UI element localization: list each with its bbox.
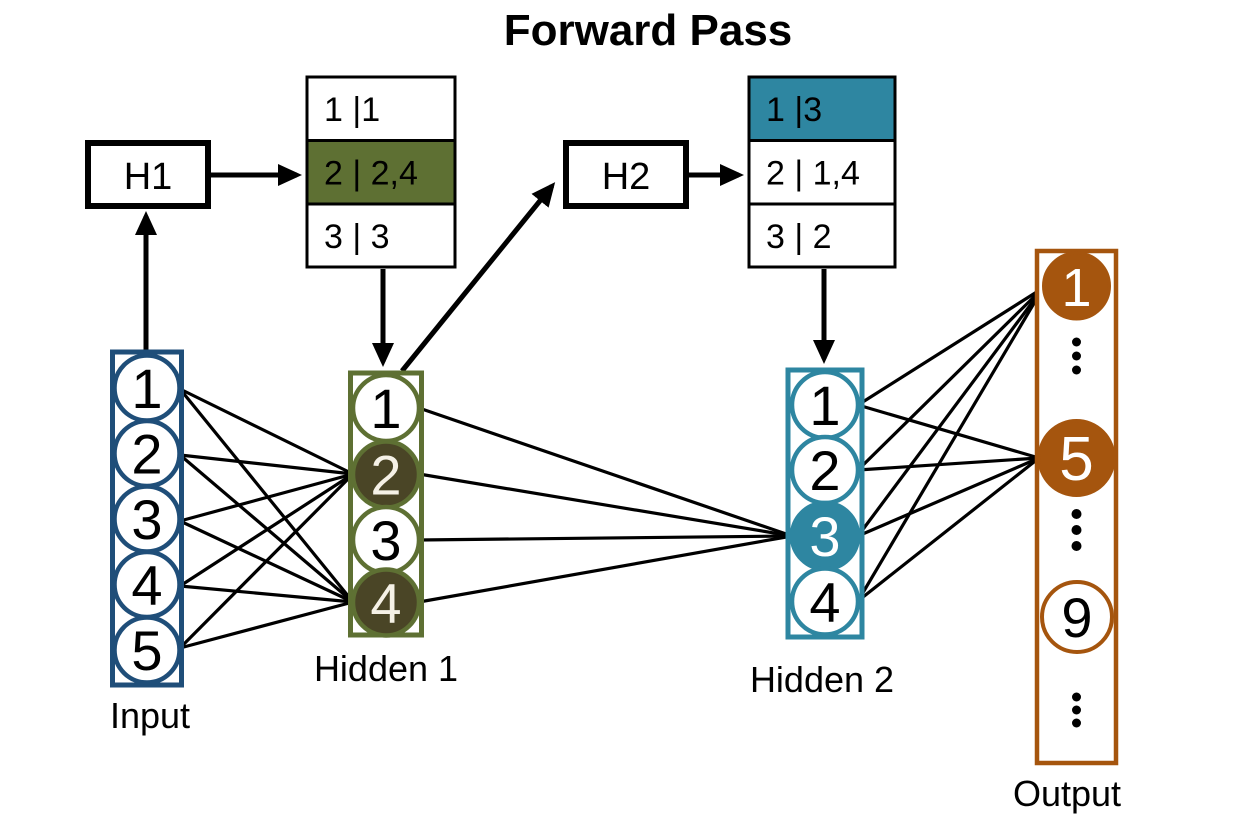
h1-table-row-3: 3 | 3 — [324, 218, 390, 256]
output-node-9 — [1040, 580, 1114, 654]
hidden1-layer: 1 2 3 4 Hidden 1 — [314, 370, 458, 689]
hidden1-node-4-label: 4 — [370, 572, 401, 635]
h1-table: 1 |1 2 | 2,4 3 | 3 — [305, 75, 457, 269]
input-layer: 1 2 3 4 5 Input — [110, 349, 190, 736]
vertical-ellipsis-icon — [1072, 692, 1081, 728]
arrow-hidden1-to-h2 — [400, 182, 556, 373]
input-node-5-label: 5 — [131, 619, 162, 682]
hidden1-layer-label: Hidden 1 — [314, 648, 458, 689]
output-layer: 1 5 9 Output — [1013, 248, 1121, 814]
edges-hidden1-to-hidden2 — [418, 406, 793, 604]
input-node-2-label: 2 — [131, 423, 162, 486]
hidden2-layer-label: Hidden 2 — [750, 659, 894, 700]
h2-table-row-3: 3 | 2 — [766, 218, 832, 256]
hidden2-node-1-label: 1 — [809, 374, 840, 437]
h2-box: H2 — [563, 140, 689, 209]
h1-box: H1 — [85, 140, 211, 209]
h1-label: H1 — [124, 156, 173, 198]
h2-table-row-1: 1 |3 — [766, 91, 822, 129]
h1-table-row-2: 2 | 2,4 — [324, 155, 418, 193]
input-node-3-label: 3 — [131, 488, 162, 551]
hidden2-node-4 — [789, 566, 861, 637]
output-node-1-label: 1 — [1061, 258, 1091, 318]
hidden2-node-3-label: 3 — [809, 505, 840, 568]
input-layer-label: Input — [110, 695, 190, 736]
input-node-4-label: 4 — [131, 554, 162, 617]
h2-table: 1 |3 2 | 1,4 3 | 2 — [747, 75, 897, 269]
output-node-1 — [1042, 251, 1111, 321]
hidden1-node-1-label: 1 — [370, 377, 401, 440]
h2-table-row-2: 2 | 1,4 — [766, 155, 860, 193]
output-node-5 — [1037, 419, 1116, 497]
output-layer-label: Output — [1013, 773, 1121, 814]
diagram-title: Forward Pass — [504, 6, 793, 55]
vertical-ellipsis-icon — [1072, 337, 1081, 375]
hidden2-layer: 1 2 3 4 Hidden 2 — [750, 367, 894, 700]
hidden1-node-4 — [350, 567, 422, 638]
hidden2-node-2-label: 2 — [809, 439, 840, 502]
input-node-5 — [112, 615, 182, 685]
vertical-ellipsis-icon — [1071, 509, 1082, 551]
h2-label: H2 — [602, 156, 651, 198]
output-node-5-label: 5 — [1059, 425, 1093, 494]
output-node-9-label: 9 — [1061, 586, 1092, 649]
flow-arrows — [135, 164, 835, 373]
hidden1-node-3-label: 3 — [370, 509, 401, 572]
edges-input-to-hidden1 — [178, 387, 355, 650]
input-node-1-label: 1 — [131, 357, 162, 420]
edges-hidden2-to-output — [856, 286, 1045, 603]
h1-table-row-1: 1 |1 — [324, 91, 380, 129]
hidden2-node-4-label: 4 — [809, 571, 840, 634]
hidden1-node-2-label: 2 — [370, 444, 401, 507]
